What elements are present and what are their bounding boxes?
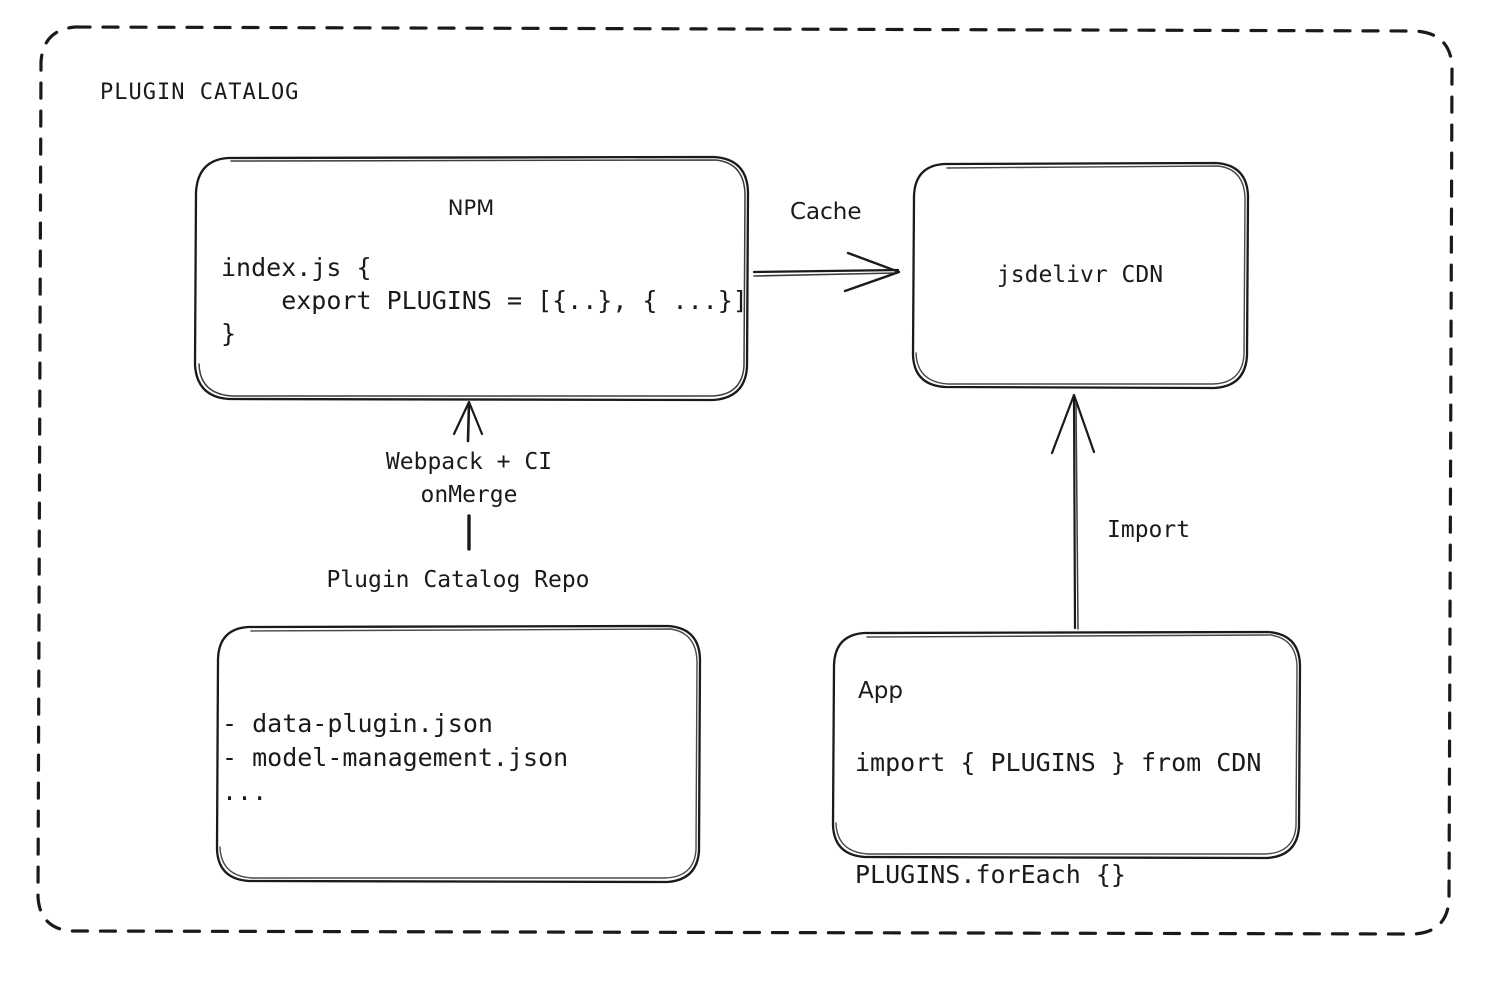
webpack-arrow-shaft [466,402,471,443]
repo-node-title: Plugin Catalog Repo [326,567,590,593]
webpack-arrow-head [452,400,484,436]
import-edge-label: Import [1107,517,1191,543]
app-node-code: import { PLUGINS } from CDN PLUGINS.forE… [855,748,1262,889]
cdn-node-title: jsdelivr CDN [996,262,1164,288]
import-arrow-shaft-sketch [1075,400,1079,630]
repo-node-file-list: - data-plugin.json - model-management.js… [222,709,569,806]
cache-edge-label: Cache [790,199,862,225]
cache-arrow-shaft-sketch [753,272,897,277]
npm-node-code: index.js { export PLUGINS = [{..}, { ...… [221,253,748,348]
import-arrow-shaft [1072,396,1077,630]
webpack-edge-label: Webpack + CI onMerge [385,449,553,508]
import-arrow-head [1050,393,1096,455]
group-frame-title: PLUGIN CATALOG [100,80,300,105]
cache-arrow-head [843,251,901,293]
cache-arrow-shaft [752,268,900,274]
npm-node-title: NPM [447,196,495,220]
app-node-title: App [858,678,903,704]
